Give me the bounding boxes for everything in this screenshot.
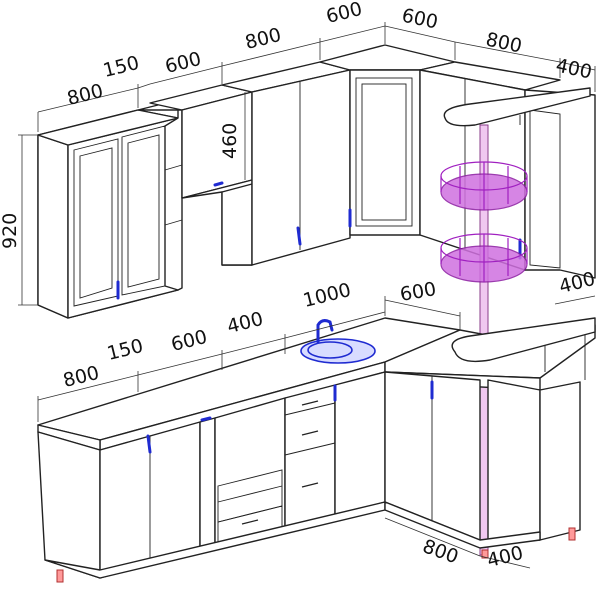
lower-right-cabinet (451, 317, 596, 541)
handle-icon (200, 416, 212, 422)
upper-corner-cabinet (319, 44, 456, 236)
upper-dimension-lines (18, 22, 596, 306)
oven-cabinet (214, 397, 286, 547)
dim-upper-height: 920 (0, 212, 21, 249)
feet (56, 527, 576, 583)
dim-upper-niche-height: 460 (219, 122, 241, 159)
upper-left-cabinet (37, 109, 179, 319)
faucet-icon (316, 319, 334, 344)
handle-icon (213, 181, 224, 187)
upper-bar-shelf (443, 87, 591, 127)
sink (300, 319, 376, 364)
plinth (44, 501, 541, 579)
sink-cabinet (333, 371, 386, 517)
drawer-cabinet (284, 384, 336, 529)
handle-icon (146, 434, 152, 454)
handle-icon (296, 226, 302, 246)
lower-dimension-lines (37, 295, 596, 569)
